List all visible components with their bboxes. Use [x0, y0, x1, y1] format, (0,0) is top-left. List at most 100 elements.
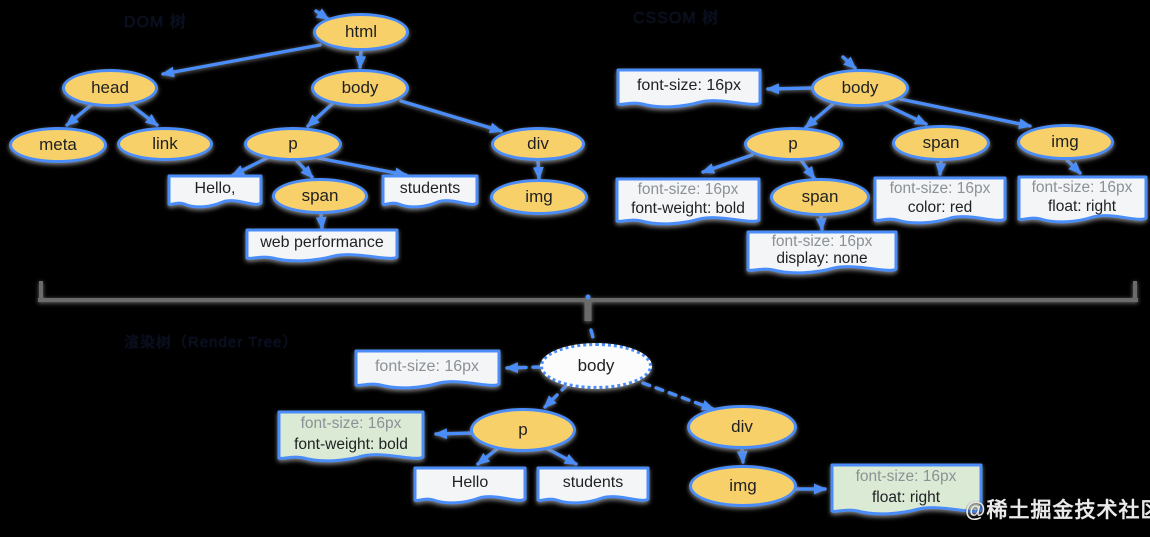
render-node-img-style: font-size: 16px float: right	[830, 463, 983, 519]
note-shape	[413, 466, 527, 505]
render-node-p: p	[470, 408, 576, 452]
tree-edge	[505, 362, 542, 374]
dom-node-link: link	[117, 127, 213, 161]
note-shape	[354, 349, 500, 390]
tree-edge	[546, 447, 578, 466]
separator-dot	[585, 294, 591, 300]
tree-edge	[129, 103, 159, 127]
note-line: font-weight: bold	[294, 436, 408, 453]
node-label: img	[1051, 132, 1079, 151]
node-label: div	[527, 134, 549, 153]
note-line: float: right	[1047, 198, 1117, 215]
node-label: span	[301, 186, 339, 205]
node-label: p	[788, 134, 798, 153]
cssom-node-span-style: font-size: 16px color: red	[873, 176, 1007, 228]
node-label: html	[344, 22, 378, 41]
watermark: @稀土掘金技术社区	[965, 499, 1150, 522]
note-shape	[167, 174, 263, 209]
render-node-text-hello: Hello	[413, 466, 527, 508]
dom-node-body: body	[311, 69, 409, 107]
tree-edge	[231, 156, 269, 177]
dom-node-html: html	[313, 13, 409, 51]
cssom-node-p: p	[743, 127, 843, 161]
tree-edge	[65, 103, 93, 127]
node-label: div	[731, 417, 753, 436]
tree-edge	[295, 159, 314, 179]
note-line: font-weight: bold	[631, 200, 745, 217]
tree-edge	[355, 49, 367, 69]
note-line: students	[399, 180, 461, 197]
tree-edge	[701, 153, 754, 174]
node-label: img	[729, 476, 757, 495]
note-line: font-size: 16px	[300, 415, 402, 432]
render-node-body-style: font-size: 16px	[354, 349, 501, 393]
tree-edge	[841, 55, 857, 70]
tree-edge	[898, 97, 1032, 130]
note-line: Hello	[451, 474, 489, 491]
render-node-body: body	[540, 343, 652, 389]
node-label: img	[525, 187, 553, 206]
cssom-node-img: img	[1016, 124, 1114, 160]
tree-edge	[804, 102, 835, 129]
tree-edge	[315, 212, 327, 230]
tree-edge	[316, 156, 408, 179]
tree-edge	[161, 43, 322, 78]
cssom-node-img-style: font-size: 16px float: right	[1017, 175, 1148, 227]
tree-edge	[589, 328, 596, 343]
tree-edge	[306, 102, 334, 128]
node-label: body	[577, 356, 615, 375]
node-label: p	[518, 420, 528, 439]
tree-edge	[766, 83, 813, 95]
note-shape	[277, 410, 425, 463]
node-label: meta	[39, 135, 77, 154]
node-label: p	[288, 134, 298, 153]
tree-edge	[543, 383, 569, 409]
note-line: web performance	[260, 234, 384, 251]
dom-node-text-hello: Hello,	[167, 174, 263, 212]
note-shape	[830, 463, 982, 516]
note-line: font-size: 16px	[374, 358, 480, 375]
tree-edge	[434, 428, 475, 440]
note-line: float: right	[871, 489, 941, 506]
cssom-node-span-child: span	[770, 178, 870, 216]
tree-edge	[736, 446, 748, 464]
note-shape	[245, 228, 399, 263]
tree-edge	[882, 102, 928, 126]
note-line: Hello,	[194, 180, 236, 197]
note-line: display: none	[776, 250, 868, 267]
render-tree-label: 渲染树（Render Tree）	[124, 334, 299, 351]
render-node-div: div	[687, 405, 797, 449]
dom-node-div: div	[491, 127, 585, 161]
note-line: font-size: 16px	[855, 468, 957, 485]
node-label: span	[922, 133, 960, 152]
node-label: body	[841, 78, 879, 97]
node-label: span	[801, 187, 839, 206]
dom-node-text-students: students	[381, 174, 479, 212]
tree-edge	[532, 159, 544, 180]
note-line: font-size: 16px	[636, 77, 742, 94]
note-line: students	[562, 474, 624, 491]
dom-node-text-webperf: web performance	[245, 228, 399, 266]
tree-edge	[1065, 158, 1082, 175]
render-node-text-students: students	[536, 466, 650, 508]
tree-edge	[935, 159, 947, 176]
dom-node-p: p	[244, 127, 342, 161]
tree-edge	[815, 214, 827, 231]
note-line: font-size: 16px	[889, 180, 991, 197]
note-line: font-size: 16px	[771, 233, 873, 250]
cssom-node-body: body	[811, 69, 909, 107]
tree-edge	[641, 381, 715, 411]
note-line: color: red	[907, 199, 973, 216]
node-label: head	[91, 78, 129, 97]
note-line: font-size: 16px	[1031, 179, 1133, 196]
cssom-node-span: span	[892, 125, 990, 161]
note-shape	[1017, 175, 1147, 224]
note-shape	[616, 68, 762, 109]
dom-tree-label: DOM 树	[124, 14, 187, 31]
dom-node-span: span	[272, 178, 368, 214]
dom-node-meta: meta	[9, 127, 107, 163]
